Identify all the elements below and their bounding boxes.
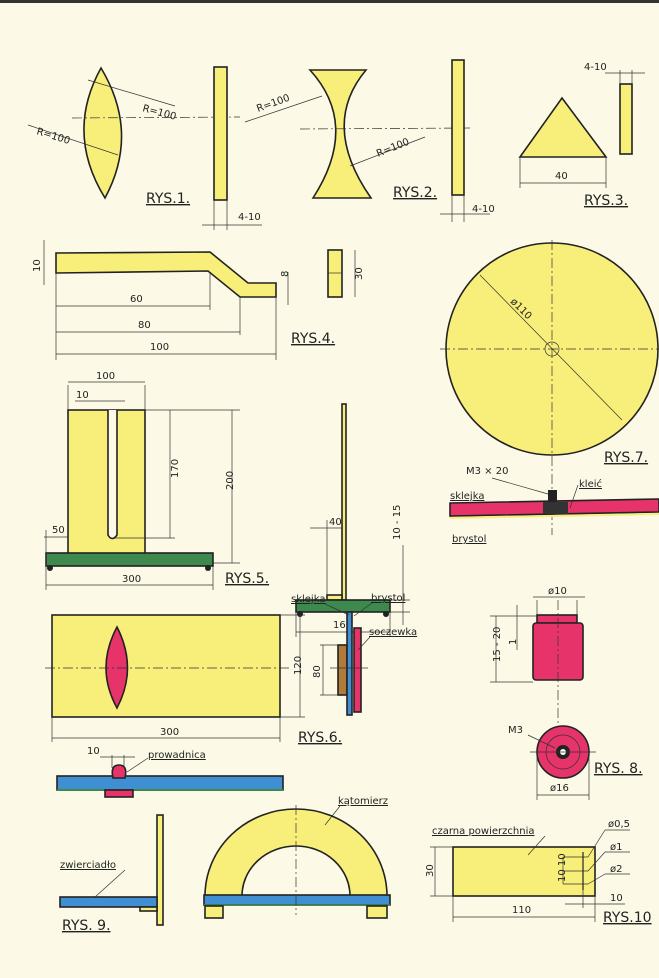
plywood-label: sklejka <box>450 491 484 502</box>
figure-label: RYS.2. <box>393 185 437 201</box>
lens-label: soczewka <box>369 627 417 638</box>
figure-label: RYS.1. <box>146 191 190 207</box>
bolt-label: M3 × 20 <box>466 466 508 477</box>
figure-label: RYS. 9. <box>62 918 111 934</box>
dimension-label: 10 <box>610 893 623 904</box>
dimension-label: 160 <box>333 620 352 631</box>
dimension-label: 170 <box>170 459 181 478</box>
dimension-label: 10 <box>87 746 100 757</box>
dimension-label: 200 <box>225 471 236 490</box>
rys1-plate <box>213 66 228 201</box>
rys10-slit-plate: 10 10 ø0,5 ø1 ø2 30 110 10 czarna powier… <box>425 819 652 926</box>
diameter-label: ø16 <box>550 783 569 794</box>
rys8-knob: ø10 15 - 20 1 M3 ø16 RYS. 8. <box>490 586 643 800</box>
dimension-label: 100 <box>150 342 169 353</box>
glue-label: kleić <box>579 478 602 490</box>
radius-label: R=100 <box>375 137 411 160</box>
top-edge <box>0 0 659 3</box>
rys2-concave-lens: R=100 R=100 4-10 RYS.2. <box>244 59 495 222</box>
figure-label: RYS.6. <box>298 730 342 746</box>
dimension-label: 30 <box>425 864 436 877</box>
cardboard-label: brystol <box>452 534 486 545</box>
figure-label: RYS.10 <box>603 910 652 926</box>
dimension-label: 80 <box>138 320 151 331</box>
dimension-label: 50 <box>52 525 65 536</box>
dimension-label: 10 - 15 <box>392 505 403 540</box>
rys6-lens-holder: 120 300 RYS.6. 80 sklejka brystol soczew… <box>45 593 417 746</box>
rys9-mirror-protractor: 10 prowadnica zwierciadło RYS. 9. kątomi… <box>56 746 391 934</box>
spacing-label: 10 10 <box>557 853 568 882</box>
rys1-convex-lens: R=100 R=100 4-10 RYS.1. <box>27 66 262 230</box>
dimension-label: 300 <box>160 727 179 738</box>
dimension-label: 30 <box>354 267 365 280</box>
cardboard-label: brystol <box>371 593 405 604</box>
diameter-label: ø10 <box>548 586 567 597</box>
dimension-label: 300 <box>122 574 141 585</box>
dimension-label: 1 <box>508 639 519 645</box>
figure-label: RYS. 8. <box>594 761 643 777</box>
dimension-label: 40 <box>555 171 568 182</box>
hole-label: ø2 <box>610 864 622 875</box>
radius-label: R=100 <box>255 93 291 115</box>
dimension-label: 110 <box>512 905 531 916</box>
radius-label: R=100 <box>141 103 177 123</box>
figure-label: RYS.3. <box>584 193 628 209</box>
plywood-label: sklejka <box>291 594 325 605</box>
dimension-label: 8 <box>280 271 291 277</box>
thickness-label: 4-10 <box>238 212 261 223</box>
dimension-label: 40 <box>329 517 342 528</box>
dimension-label: 120 <box>293 656 304 675</box>
mirror-label: zwierciadło <box>60 860 116 871</box>
dimension-label: 10 <box>32 259 43 272</box>
hole-label: ø0,5 <box>608 819 630 830</box>
figure-label: RYS.5. <box>225 571 269 587</box>
guide-label: prowadnica <box>148 750 206 761</box>
hole-label: ø1 <box>610 842 622 853</box>
dimension-label: 100 <box>96 371 115 382</box>
rys2-plate <box>451 59 465 196</box>
rys3-prism: 40 4-10 RYS.3. <box>518 62 645 209</box>
protractor-label: kątomierz <box>338 796 388 807</box>
surface-label: czarna powierzchnia <box>432 826 534 837</box>
rys5-screen-holder: 100 10 170 200 50 300 RYS.5. 40 160 10 -… <box>44 371 410 637</box>
dimension-label: 60 <box>130 294 143 305</box>
figure-label: RYS.4. <box>291 331 335 347</box>
thickness-label: 4-10 <box>472 204 495 215</box>
rys7-disc: ø110 RYS.7. M3 × 20 kleić sklejka brysto… <box>440 240 659 545</box>
radius-label: R=100 <box>35 126 71 147</box>
dimension-label: 10 <box>76 390 89 401</box>
thickness-label: 4-10 <box>584 62 607 73</box>
dimension-label: 80 <box>312 665 323 678</box>
thread-label: M3 <box>508 725 523 736</box>
rys4-bent-bar: 30 10 8 60 80 100 RYS.4. <box>32 240 365 360</box>
dimension-label: 15 - 20 <box>492 627 503 662</box>
figure-label: RYS.7. <box>604 450 648 466</box>
